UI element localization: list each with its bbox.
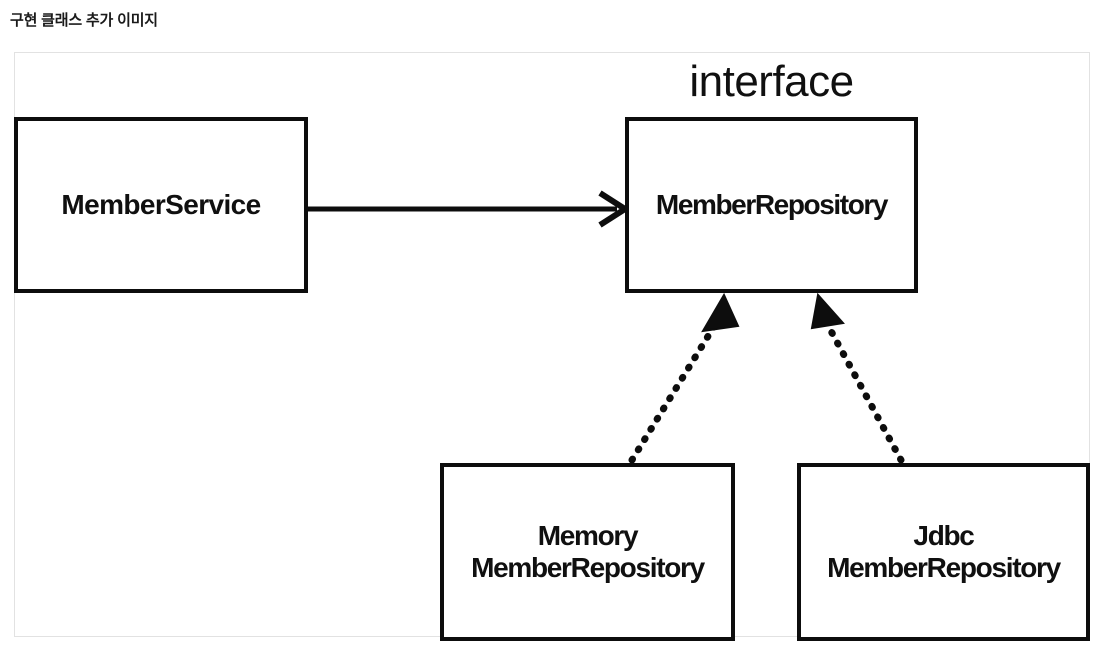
page-title: 구현 클래스 추가 이미지 bbox=[10, 12, 158, 29]
class-name-member-repository: MemberRepository bbox=[655, 188, 889, 220]
class-box-member-repository[interactable]: MemberRepository bbox=[625, 117, 918, 293]
arrowhead-filled-triangle-jdbc bbox=[810, 292, 845, 330]
edge-memory-implements-member-repository bbox=[628, 292, 740, 464]
class-name-member-service: MemberService bbox=[61, 188, 261, 220]
arrowhead-filled-triangle-memory bbox=[701, 292, 740, 333]
class-box-jdbc-member-repository[interactable]: Jdbc MemberRepository bbox=[797, 463, 1090, 641]
class-name-jdbc-member-repository: Jdbc MemberRepository bbox=[827, 519, 1061, 583]
class-box-memory-member-repository[interactable]: Memory MemberRepository bbox=[440, 463, 735, 641]
class-name-memory-member-repository: Memory MemberRepository bbox=[471, 519, 705, 583]
edge-line-jdbc-implements bbox=[821, 316, 905, 464]
interface-stereotype-label: interface bbox=[689, 57, 854, 106]
edge-jdbc-implements-member-repository bbox=[810, 292, 905, 464]
class-box-member-service[interactable]: MemberService bbox=[14, 117, 308, 293]
edge-member-service-uses-member-repository bbox=[308, 190, 631, 228]
edge-line-memory-implements bbox=[628, 316, 722, 464]
